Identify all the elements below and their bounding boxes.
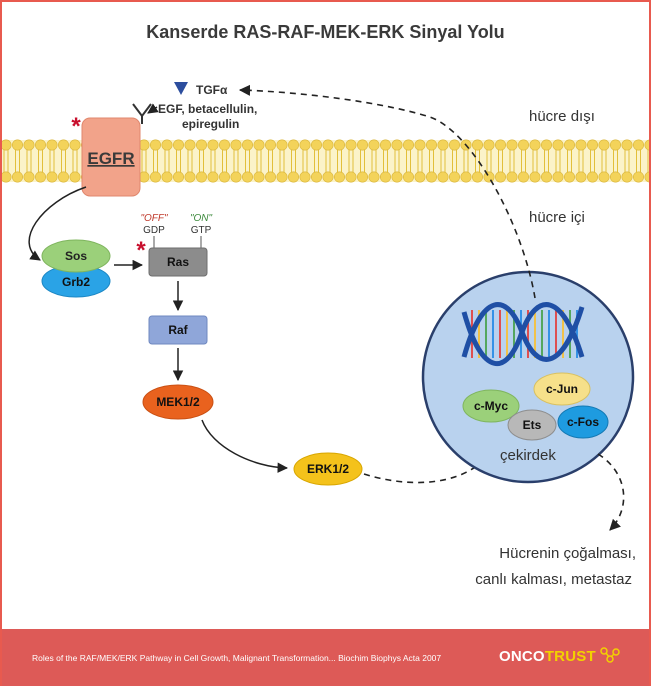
ras-mutation-marker: *: [136, 237, 146, 264]
raf-label: Raf: [168, 323, 188, 337]
sos-label: Sos: [65, 249, 87, 263]
sos-node: [41, 239, 111, 273]
ets-node: [507, 409, 557, 441]
cfos-node: [557, 405, 609, 439]
label-extracellular: hücre dışı: [529, 108, 595, 125]
arrow-mek-to-erk: [201, 419, 289, 473]
citation-text: Roles of the RAF/MEK/ERK Pathway in Cell…: [32, 653, 442, 663]
ligand-egf-line2: epiregulin: [182, 117, 239, 131]
tgfa-triangle-icon: [174, 82, 188, 95]
pathway-diagram: hücre dışı hücre içi TGFα EGF, betacellu…: [2, 82, 649, 588]
ras-node: [148, 247, 208, 277]
ras-on-label: "ON": [190, 213, 213, 224]
mek-node: [142, 384, 214, 420]
ligand-y-icon: [132, 103, 152, 118]
arrow-nucleus-to-outcome: [597, 453, 625, 531]
diagram-title: Kanserde RAS-RAF-MEK-ERK Sinyal Yolu: [146, 22, 505, 42]
egfr-label: EGFR: [87, 149, 134, 168]
cjun-node: [533, 372, 591, 406]
mek-label: MEK1/2: [156, 395, 200, 409]
ligand-egf-line1: EGF, betacellulin,: [158, 102, 257, 116]
brand-part2: TRUST: [544, 648, 596, 665]
arrow-egfr-to-sos: [28, 186, 87, 261]
brand-part1: ONCO: [499, 648, 545, 665]
ras-off-label: "OFF": [140, 213, 168, 224]
outcome-line2: canlı kalması, metastaz: [475, 571, 632, 588]
label-intracellular: hücre içi: [529, 209, 585, 226]
cmyc-label: c-Myc: [474, 399, 508, 413]
grb2-label: Grb2: [62, 275, 90, 289]
ras-gtp-label: GTP: [191, 225, 212, 236]
ligand-tgfa: TGFα: [196, 83, 228, 97]
ras-gdp-label: GDP: [143, 225, 165, 236]
brand-molecule-icon: [600, 647, 620, 663]
ras-label: Ras: [167, 255, 189, 269]
footer-bar: Roles of the RAF/MEK/ERK Pathway in Cell…: [2, 629, 649, 686]
erk-node: [293, 452, 363, 486]
arrow-nucleus-to-tgfa: [238, 84, 536, 299]
cmyc-node: [462, 389, 520, 423]
brand-logo[interactable]: ONCOTRUST: [499, 647, 622, 665]
erk-label: ERK1/2: [307, 462, 349, 476]
egfr-mutation-marker: *: [71, 113, 81, 140]
cfos-label: c-Fos: [567, 415, 599, 429]
ets-label: Ets: [523, 418, 542, 432]
dna-helix-icon: [461, 302, 585, 366]
outcome-line1: Hücrenin çoğalması,: [499, 545, 636, 562]
cjun-label: c-Jun: [546, 382, 578, 396]
egfr-receptor: [81, 117, 141, 197]
raf-node: [148, 315, 208, 345]
label-nucleus: çekirdek: [500, 447, 556, 464]
